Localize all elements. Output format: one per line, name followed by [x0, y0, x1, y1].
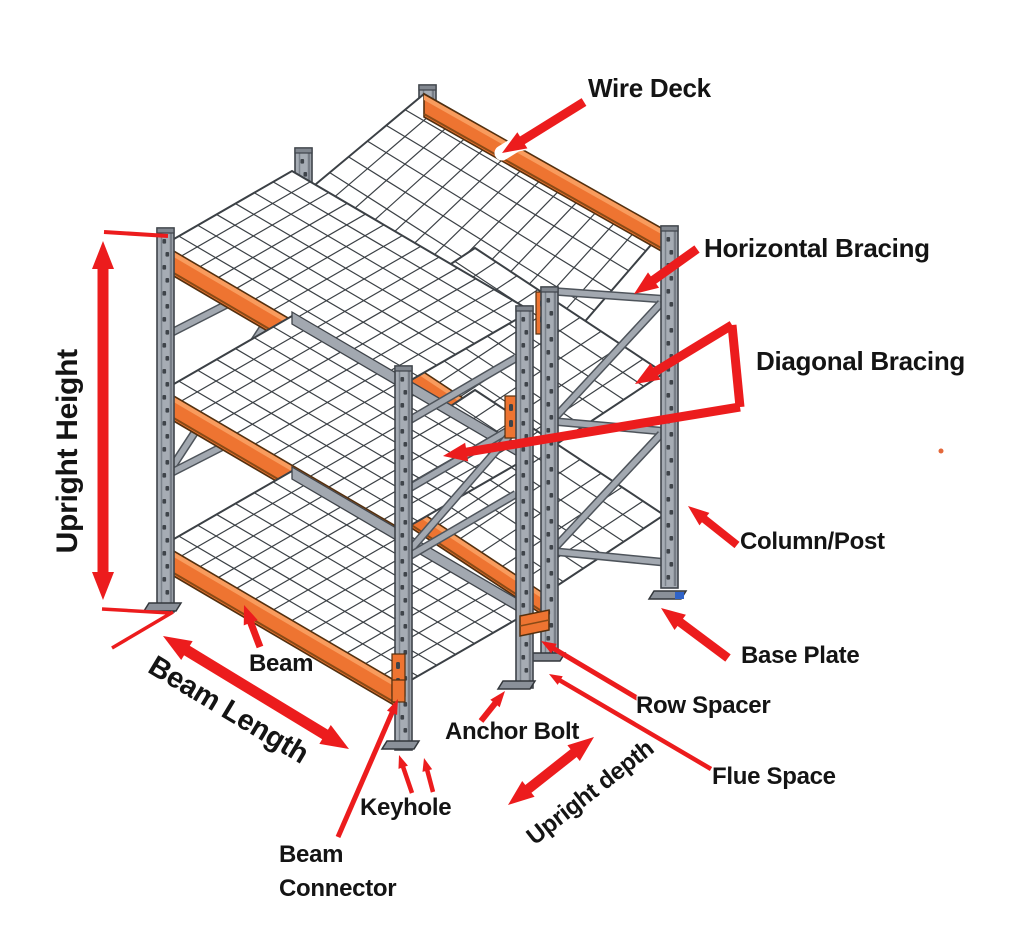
wire-deck-arrow — [494, 94, 592, 161]
row-spacer-part — [519, 609, 550, 637]
label-column-post: Column/Post — [740, 528, 885, 555]
front-columns — [142, 227, 944, 751]
label-anchor-bolt: Anchor Bolt — [445, 718, 580, 745]
back-rack-columns — [526, 225, 688, 662]
beam-arrow — [243, 605, 264, 649]
row-spacer-arrow — [541, 641, 644, 704]
label-keyhole: Keyhole — [360, 794, 452, 821]
label-horizontal-bracing: Horizontal Bracing — [704, 233, 930, 263]
keyhole-arrow — [422, 758, 436, 793]
front-rack — [158, 147, 533, 710]
horizontal-bracing-arrow — [634, 245, 700, 294]
upright-depth-arrow — [508, 737, 594, 805]
beam-connector-arrow — [335, 699, 398, 838]
label-diagonal-bracing: Diagonal Bracing — [756, 346, 966, 376]
label-row-spacer: Row Spacer — [636, 692, 771, 719]
upright-height-arrow — [92, 241, 114, 600]
right-upright-frame — [545, 286, 665, 567]
base-plate-arrow — [661, 608, 731, 662]
column-post-arrow — [688, 506, 740, 549]
label-beam: Beam — [249, 650, 314, 677]
keyhole-arrow — [398, 755, 415, 794]
measure-ticks — [101, 230, 174, 650]
flue-space-arrow — [549, 674, 713, 771]
stray-dot — [938, 448, 944, 454]
label-base-plate: Base Plate — [741, 642, 860, 669]
diagonal-bracing-arrow — [443, 321, 745, 462]
beam-length-arrow — [163, 636, 349, 749]
label-wire-deck: Wire Deck — [588, 73, 711, 103]
label-upright-height: Upright Height — [50, 349, 84, 554]
label-beam-connector: Beam Connector — [279, 841, 397, 903]
anchor-bolt-arrow — [478, 691, 505, 723]
label-flue-space: Flue Space — [712, 763, 836, 790]
